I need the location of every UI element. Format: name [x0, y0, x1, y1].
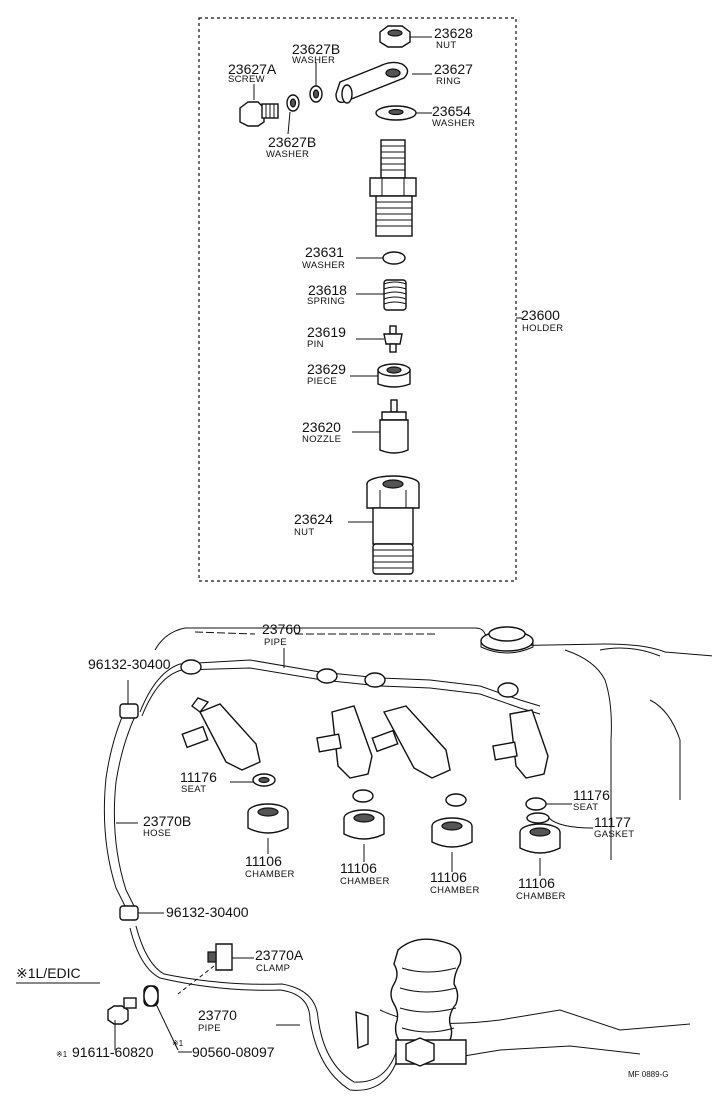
- label-23627a-num: 23627A: [228, 61, 277, 77]
- chamber-11106-c: [431, 817, 473, 848]
- injector-1: [181, 697, 261, 771]
- label-23627b-top-name: WASHER: [292, 55, 335, 66]
- label-23629-num: 23629: [307, 361, 346, 377]
- label-23629-name: PIECE: [307, 376, 337, 387]
- label-23654-name: WASHER: [432, 118, 475, 129]
- spacer-90560-08097: [143, 985, 159, 1007]
- label-23770a-name: CLAMP: [256, 963, 290, 974]
- injector-3: [371, 705, 451, 779]
- washer-23654: [375, 105, 432, 121]
- label-23620-num: 23620: [302, 419, 341, 435]
- label-23618-num: 23618: [308, 282, 347, 298]
- label-23770b-num: 23770B: [143, 813, 191, 829]
- nut-23628: [379, 25, 432, 48]
- label-96132-top: 96132-30400: [88, 656, 171, 672]
- label-23627-name: RING: [436, 76, 461, 87]
- label-23627b-bot-name: WASHER: [266, 149, 309, 160]
- bolt-91611-60820: [107, 997, 137, 1025]
- washer-23627b-top: [309, 85, 323, 103]
- chamber-11106-d: [519, 823, 561, 854]
- hose-23770b: [103, 703, 139, 921]
- seat-11176-right: [525, 797, 547, 811]
- label-23627b-bot-num: 23627B: [268, 134, 316, 150]
- label-23600-name: HOLDER: [522, 323, 563, 334]
- spring-23618: [383, 279, 407, 311]
- injector-2: [316, 705, 373, 779]
- label-11106-d-num: 11106: [518, 875, 555, 891]
- label-11177-name: GASKET: [594, 829, 634, 840]
- label-23627a-name: SCREW: [228, 74, 265, 85]
- label-23624-name: NUT: [294, 527, 314, 538]
- label-11176-right-num: 11176: [573, 787, 610, 803]
- label-11106-d-name: CHAMBER: [516, 891, 566, 902]
- label-11106-a-num: 11106: [245, 853, 282, 869]
- label-23624-num: 23624: [294, 511, 333, 527]
- label-23770-name: PIPE: [198, 1023, 221, 1034]
- label-23770-num: 23770: [198, 1007, 237, 1023]
- chamber-11106-a: [247, 803, 289, 834]
- label-23654-num: 23654: [432, 103, 471, 119]
- seat-11176-b: [352, 789, 374, 803]
- label-23631-name: WASHER: [302, 260, 345, 271]
- label-23628-num: 23628: [434, 25, 473, 41]
- label-11176-left-num: 11176: [180, 769, 217, 785]
- label-23770a-num: 23770A: [255, 947, 304, 963]
- label-23631-num: 23631: [305, 244, 344, 260]
- engine-head-outline: [154, 627, 712, 1061]
- label-23760-num: 23760: [262, 621, 301, 637]
- pipe-23770: [129, 925, 411, 1091]
- label-11176-right-name: SEAT: [573, 802, 598, 813]
- gasket-11177: [526, 812, 550, 824]
- footer-code: MF 0889-G: [628, 1070, 668, 1079]
- label-11106-a-name: CHAMBER: [245, 869, 295, 880]
- label-90560-mark: ※1: [172, 1039, 184, 1048]
- screw-23627a: [239, 101, 279, 127]
- label-23620-name: NOZZLE: [302, 434, 341, 445]
- label-23760-name: PIPE: [264, 637, 287, 648]
- washer-23631: [382, 251, 406, 265]
- label-11106-c-name: CHAMBER: [430, 885, 480, 896]
- seat-11176-left: [252, 773, 276, 787]
- injector-4: [492, 709, 549, 779]
- label-96132-bot: 96132-30400: [166, 904, 249, 920]
- label-11106-b-name: CHAMBER: [340, 876, 390, 887]
- chamber-11106-b: [343, 809, 385, 840]
- label-23627-num: 23627: [434, 61, 473, 77]
- label-11176-left-name: SEAT: [181, 784, 206, 795]
- nozzle-23620: [379, 399, 409, 454]
- leak-off-pipe-23760: [139, 659, 541, 717]
- piece-23629: [377, 363, 411, 388]
- washer-23627b-lower: [286, 94, 300, 112]
- label-23619-num: 23619: [307, 324, 346, 340]
- holder-body: [369, 139, 417, 237]
- note-l-edic: ※1L/EDIC: [16, 965, 81, 981]
- oil-filler-cap: [480, 626, 534, 654]
- label-11106-b-num: 11106: [340, 860, 377, 876]
- label-91611-mark: ※1: [56, 1050, 68, 1059]
- label-90560-num: 90560-08097: [192, 1044, 275, 1060]
- label-11106-c-num: 11106: [430, 869, 467, 885]
- label-23618-name: SPRING: [307, 296, 345, 307]
- ring-23627: [335, 61, 432, 104]
- label-23627b-top-num: 23627B: [292, 41, 340, 57]
- label-91611-num: 91611-60820: [72, 1044, 154, 1060]
- label-23628-name: NUT: [436, 40, 456, 51]
- holder-assembly-dashed-frame: [198, 17, 517, 582]
- label-23600-num: 23600: [521, 307, 560, 323]
- label-23619-name: PIN: [307, 339, 324, 350]
- pin-23619: [383, 325, 403, 353]
- label-11177-num: 11177: [594, 814, 631, 830]
- label-23770b-name: HOSE: [143, 828, 171, 839]
- clamp-23770a: [207, 943, 233, 971]
- seat-11176-c: [445, 793, 467, 807]
- nut-23624: [366, 475, 420, 575]
- intake-boot: [390, 938, 467, 1067]
